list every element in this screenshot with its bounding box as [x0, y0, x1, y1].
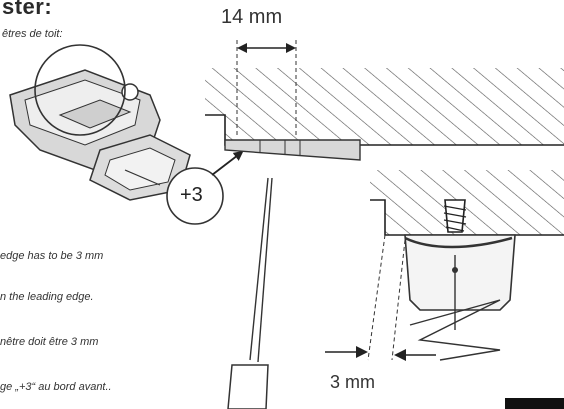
badge-circle — [124, 167, 224, 225]
section-subheading: êtres de toit: — [2, 28, 63, 40]
instruction-line-2: n the leading edge. — [0, 291, 94, 303]
instruction-line-4: ge „+3“ au bord avant.. — [0, 381, 112, 393]
top-frame-section — [205, 68, 564, 161]
pencil-tool — [227, 177, 273, 409]
dimension-3mm — [325, 234, 436, 361]
dimension-3mm-label: 3 mm — [330, 372, 375, 392]
dimension-14mm-label: 14 mm — [221, 6, 283, 28]
badge-label: +3 — [180, 184, 203, 206]
instruction-line-1: edge has to be 3 mm — [0, 250, 104, 262]
pointer-arrow — [211, 150, 244, 176]
clip-part-illustration — [9, 44, 191, 201]
side-frame-section — [370, 170, 564, 361]
section-heading: ster: — [2, 0, 53, 19]
instruction-line-3: nêtre doit être 3 mm — [0, 336, 99, 348]
corner-tab — [505, 398, 564, 409]
dimension-14mm — [236, 40, 297, 138]
